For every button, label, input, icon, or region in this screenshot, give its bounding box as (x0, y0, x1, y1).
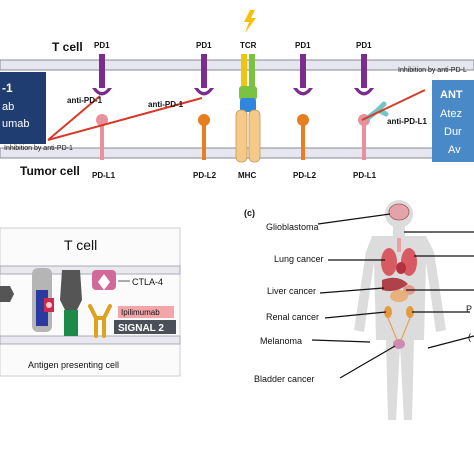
cancer-label-liver: Liver cancer (267, 286, 316, 296)
t-cell-membrane (0, 59, 474, 71)
ipilimumab-antibody-icon (88, 304, 112, 338)
receptor-label-2: PD1 (196, 41, 212, 50)
left-box-line1: -1 (2, 81, 13, 95)
right-stub-p: P (466, 304, 472, 314)
right-box-line1: ANT (440, 89, 463, 101)
receptor-label-1: PD1 (94, 41, 110, 50)
pd-l2-ligand-2 (297, 114, 309, 160)
cancer-label-glioblastoma: Glioblastoma (266, 222, 319, 232)
heart-icon (396, 262, 406, 274)
left-box-line2: ab (2, 101, 14, 113)
ligand-label-3: MHC (238, 171, 256, 180)
pd1-receptor-4 (354, 54, 374, 96)
cancer-label-lung: Lung cancer (274, 254, 324, 264)
panel-c-letter: (c) (244, 208, 255, 218)
apc-label: Antigen presenting cell (28, 360, 119, 370)
ctla4-label: CTLA-4 (132, 277, 163, 287)
right-drug-box (432, 80, 474, 162)
cancer-label-renal: Renal cancer (266, 312, 319, 322)
ureter-icon (387, 317, 411, 341)
receptor-label-5: PD1 (356, 41, 372, 50)
human-body-silhouette (354, 200, 446, 420)
pd-l1-ligand-1 (96, 114, 108, 160)
bladder-icon (393, 339, 405, 349)
signal-arrow-stub (0, 286, 14, 302)
liver-icon (382, 277, 408, 292)
pd-l2-ligand-1 (198, 114, 210, 160)
ligand-label-4: PD-L2 (293, 171, 317, 180)
mhc-tcr-complex (36, 290, 54, 326)
bottom-right-panel: (c) (244, 200, 474, 420)
inhibition-lines (47, 89, 426, 141)
cancer-label-melanoma: Melanoma (260, 336, 302, 346)
cancer-label-bladder: Bladder cancer (254, 374, 315, 384)
panel-b-apc-membrane (0, 335, 181, 345)
ctla4-receptor (92, 270, 116, 290)
leader-lines (311, 213, 474, 379)
signal2-label: SIGNAL 2 (118, 323, 164, 334)
b7-ligand (64, 310, 78, 336)
ligand-label-2: PD-L2 (193, 171, 217, 180)
receptor-label-4: PD1 (295, 41, 311, 50)
left-drug-box (0, 72, 46, 144)
brain-icon (388, 203, 410, 221)
ligand-label-5: PD-L1 (353, 171, 377, 180)
left-box-line3: umab (2, 118, 30, 130)
top-panel: T cell Tumor cell -1 ab umab ANT Atez Du… (0, 10, 474, 180)
tcr-receptor (239, 54, 257, 100)
inhibition-pdl1-label: Inhibition by anti-PD-L (398, 67, 467, 74)
right-box-line4: Av (448, 144, 461, 156)
panel-b-t-membrane (0, 265, 181, 275)
bottom-left-panel: T cell CTLA-4 Ipilimumab SIGNAL 2 (0, 227, 181, 377)
mhc-molecule (235, 98, 261, 163)
lightning-bolt-icon (244, 10, 256, 33)
pd1-receptor-1 (92, 54, 112, 96)
ligand-label-1: PD-L1 (92, 171, 116, 180)
ipilimumab-tag (118, 306, 174, 318)
intestine-icon (390, 290, 408, 302)
signal2-tag (114, 320, 176, 334)
pd1-receptor-2 (194, 54, 214, 96)
pd1-receptor-3 (293, 54, 313, 96)
inhibition-pd1-label: Inhibition by anti-PD-1 (4, 145, 73, 152)
anti-pd1-label-b: anti-PD-1 (148, 100, 184, 109)
panel-b-t-cell-label: T cell (64, 237, 97, 253)
right-box-line3: Dur (444, 126, 462, 138)
right-box-line2: Atez (440, 108, 462, 120)
ipilimumab-label: Ipilimumab (121, 308, 160, 317)
receptor-label-3: TCR (240, 41, 257, 50)
tumor-cell-label: Tumor cell (20, 164, 80, 178)
right-stub-q: ( (468, 332, 471, 342)
anti-pdl1-label: anti-PD-L1 (387, 117, 428, 126)
t-cell-label: T cell (52, 40, 83, 54)
panel-b-frame (0, 227, 181, 377)
kidney-icon (384, 306, 414, 318)
cd28-receptor (60, 270, 82, 312)
anti-pd1-label-a: anti-PD-1 (67, 96, 103, 105)
